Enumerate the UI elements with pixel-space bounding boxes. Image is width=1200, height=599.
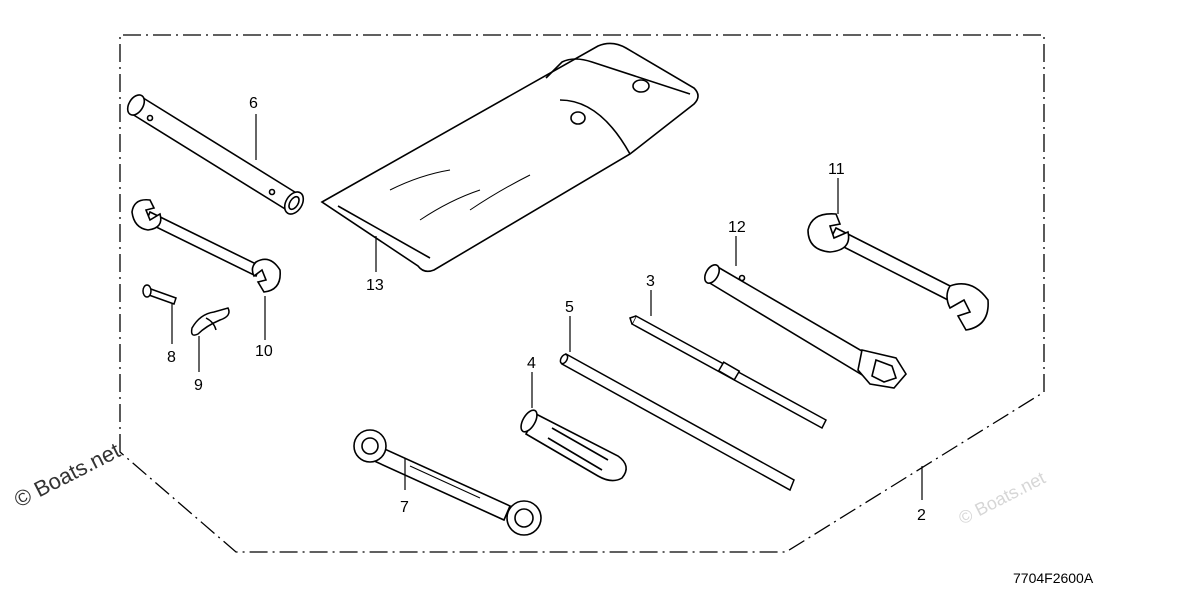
callout-4: 4 [527,355,536,372]
ring-wrench [353,429,542,536]
callout-6: 6 [249,95,258,112]
callout-8: 8 [167,349,176,366]
callout-12: 12 [728,219,746,236]
clip [190,307,230,336]
callout-2: 2 [917,507,926,524]
callout-7: 7 [400,499,409,516]
pin [142,284,177,305]
tool-bag [320,42,699,273]
extension-rod [559,352,795,492]
callout-13: 13 [366,277,384,294]
callout-11: 11 [828,161,845,178]
callout-9: 9 [194,377,203,394]
callout-5: 5 [565,299,574,316]
callout-3: 3 [646,273,655,290]
open-end-wrench-small [131,198,281,293]
kit-boundary [119,34,1045,553]
screwdriver-handle [520,409,627,482]
plug-spanner [703,264,907,389]
callout-10: 10 [255,343,273,360]
open-end-wrench-large [807,213,989,331]
screwdriver-shaft [629,314,827,430]
box-spanner-tube [126,94,305,215]
diagram-reference-code: 7704F2600A [1013,570,1094,586]
